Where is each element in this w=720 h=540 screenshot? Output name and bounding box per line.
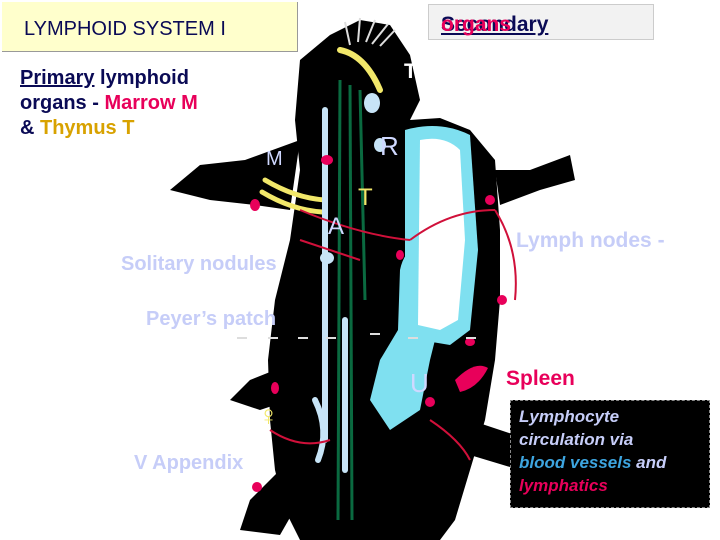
marrow-label: Marrow M — [104, 92, 198, 114]
secondary-rest: organs — [441, 13, 512, 36]
title-box: LYMPHOID SYSTEM I — [2, 2, 298, 52]
legend-blood-vessels: blood vessels — [519, 453, 632, 472]
tonsils-label: Tonsils of Waldeyer’s Ring — [404, 60, 671, 83]
lymph-nodes-magenta — [250, 155, 507, 492]
lymph-vessels-pale — [312, 107, 348, 473]
legend-text: Lymphocyte circulation via blood vessels… — [519, 405, 666, 497]
thymus-lower-2 — [259, 189, 325, 215]
primary-organs-text: Primary lymphoid organs - Marrow M & Thy… — [20, 66, 198, 141]
legend-and: and — [631, 453, 667, 472]
legend-lymphatics: lymphatics — [519, 476, 608, 495]
lymph-nodes-detail-1: cervical, axillary, — [518, 259, 653, 278]
r-letter: R — [380, 131, 399, 161]
thymus-label: Thymus T — [40, 117, 135, 139]
marrow-letter: M — [266, 148, 283, 170]
legend-line-2: circulation via — [519, 430, 634, 449]
secondary-word: Secondary — [441, 13, 549, 36]
page-title: LYMPHOID SYSTEM I — [24, 18, 226, 40]
tonsils-pale — [320, 93, 386, 264]
primary-rest: lymphoid — [94, 67, 189, 89]
spleen-label: Spleen — [506, 367, 575, 390]
a-letter: A — [328, 213, 345, 240]
legend-box: Lymphocyte circulation via blood vessels… — [510, 400, 710, 508]
peyers-patch-label: Peyer’s patch — [146, 308, 277, 330]
spleen-organ — [455, 365, 488, 392]
solitary-nodules-label: Solitary nodules — [121, 253, 277, 275]
lymph-nodes-detail-3: mesenteric, etc — [518, 304, 642, 323]
thymus-lower-1 — [262, 177, 328, 203]
primary-organs-label: organs - — [20, 92, 105, 114]
secondary-organs-box: Secondary organs — [428, 4, 654, 40]
red-circulation-lines — [269, 209, 517, 461]
primary-word: Primary — [20, 67, 95, 89]
peyers-dashes — [237, 333, 476, 339]
female-symbol: ♀ — [258, 400, 279, 431]
legend-line-1: Lymphocyte — [519, 407, 620, 426]
lymph-nodes-detail-2: inguinal, — [518, 281, 588, 300]
thymus-letter: T — [358, 184, 373, 211]
lymph-nodes-label: Lymph nodes - — [516, 229, 665, 252]
thymus-upper — [337, 47, 383, 93]
u-letter: U — [410, 368, 429, 398]
amp: & — [20, 117, 40, 139]
cyan-core — [418, 138, 465, 330]
blood-vessels — [336, 79, 367, 521]
whiskers — [344, 17, 396, 47]
appendix-label: V Appendix — [134, 452, 244, 474]
